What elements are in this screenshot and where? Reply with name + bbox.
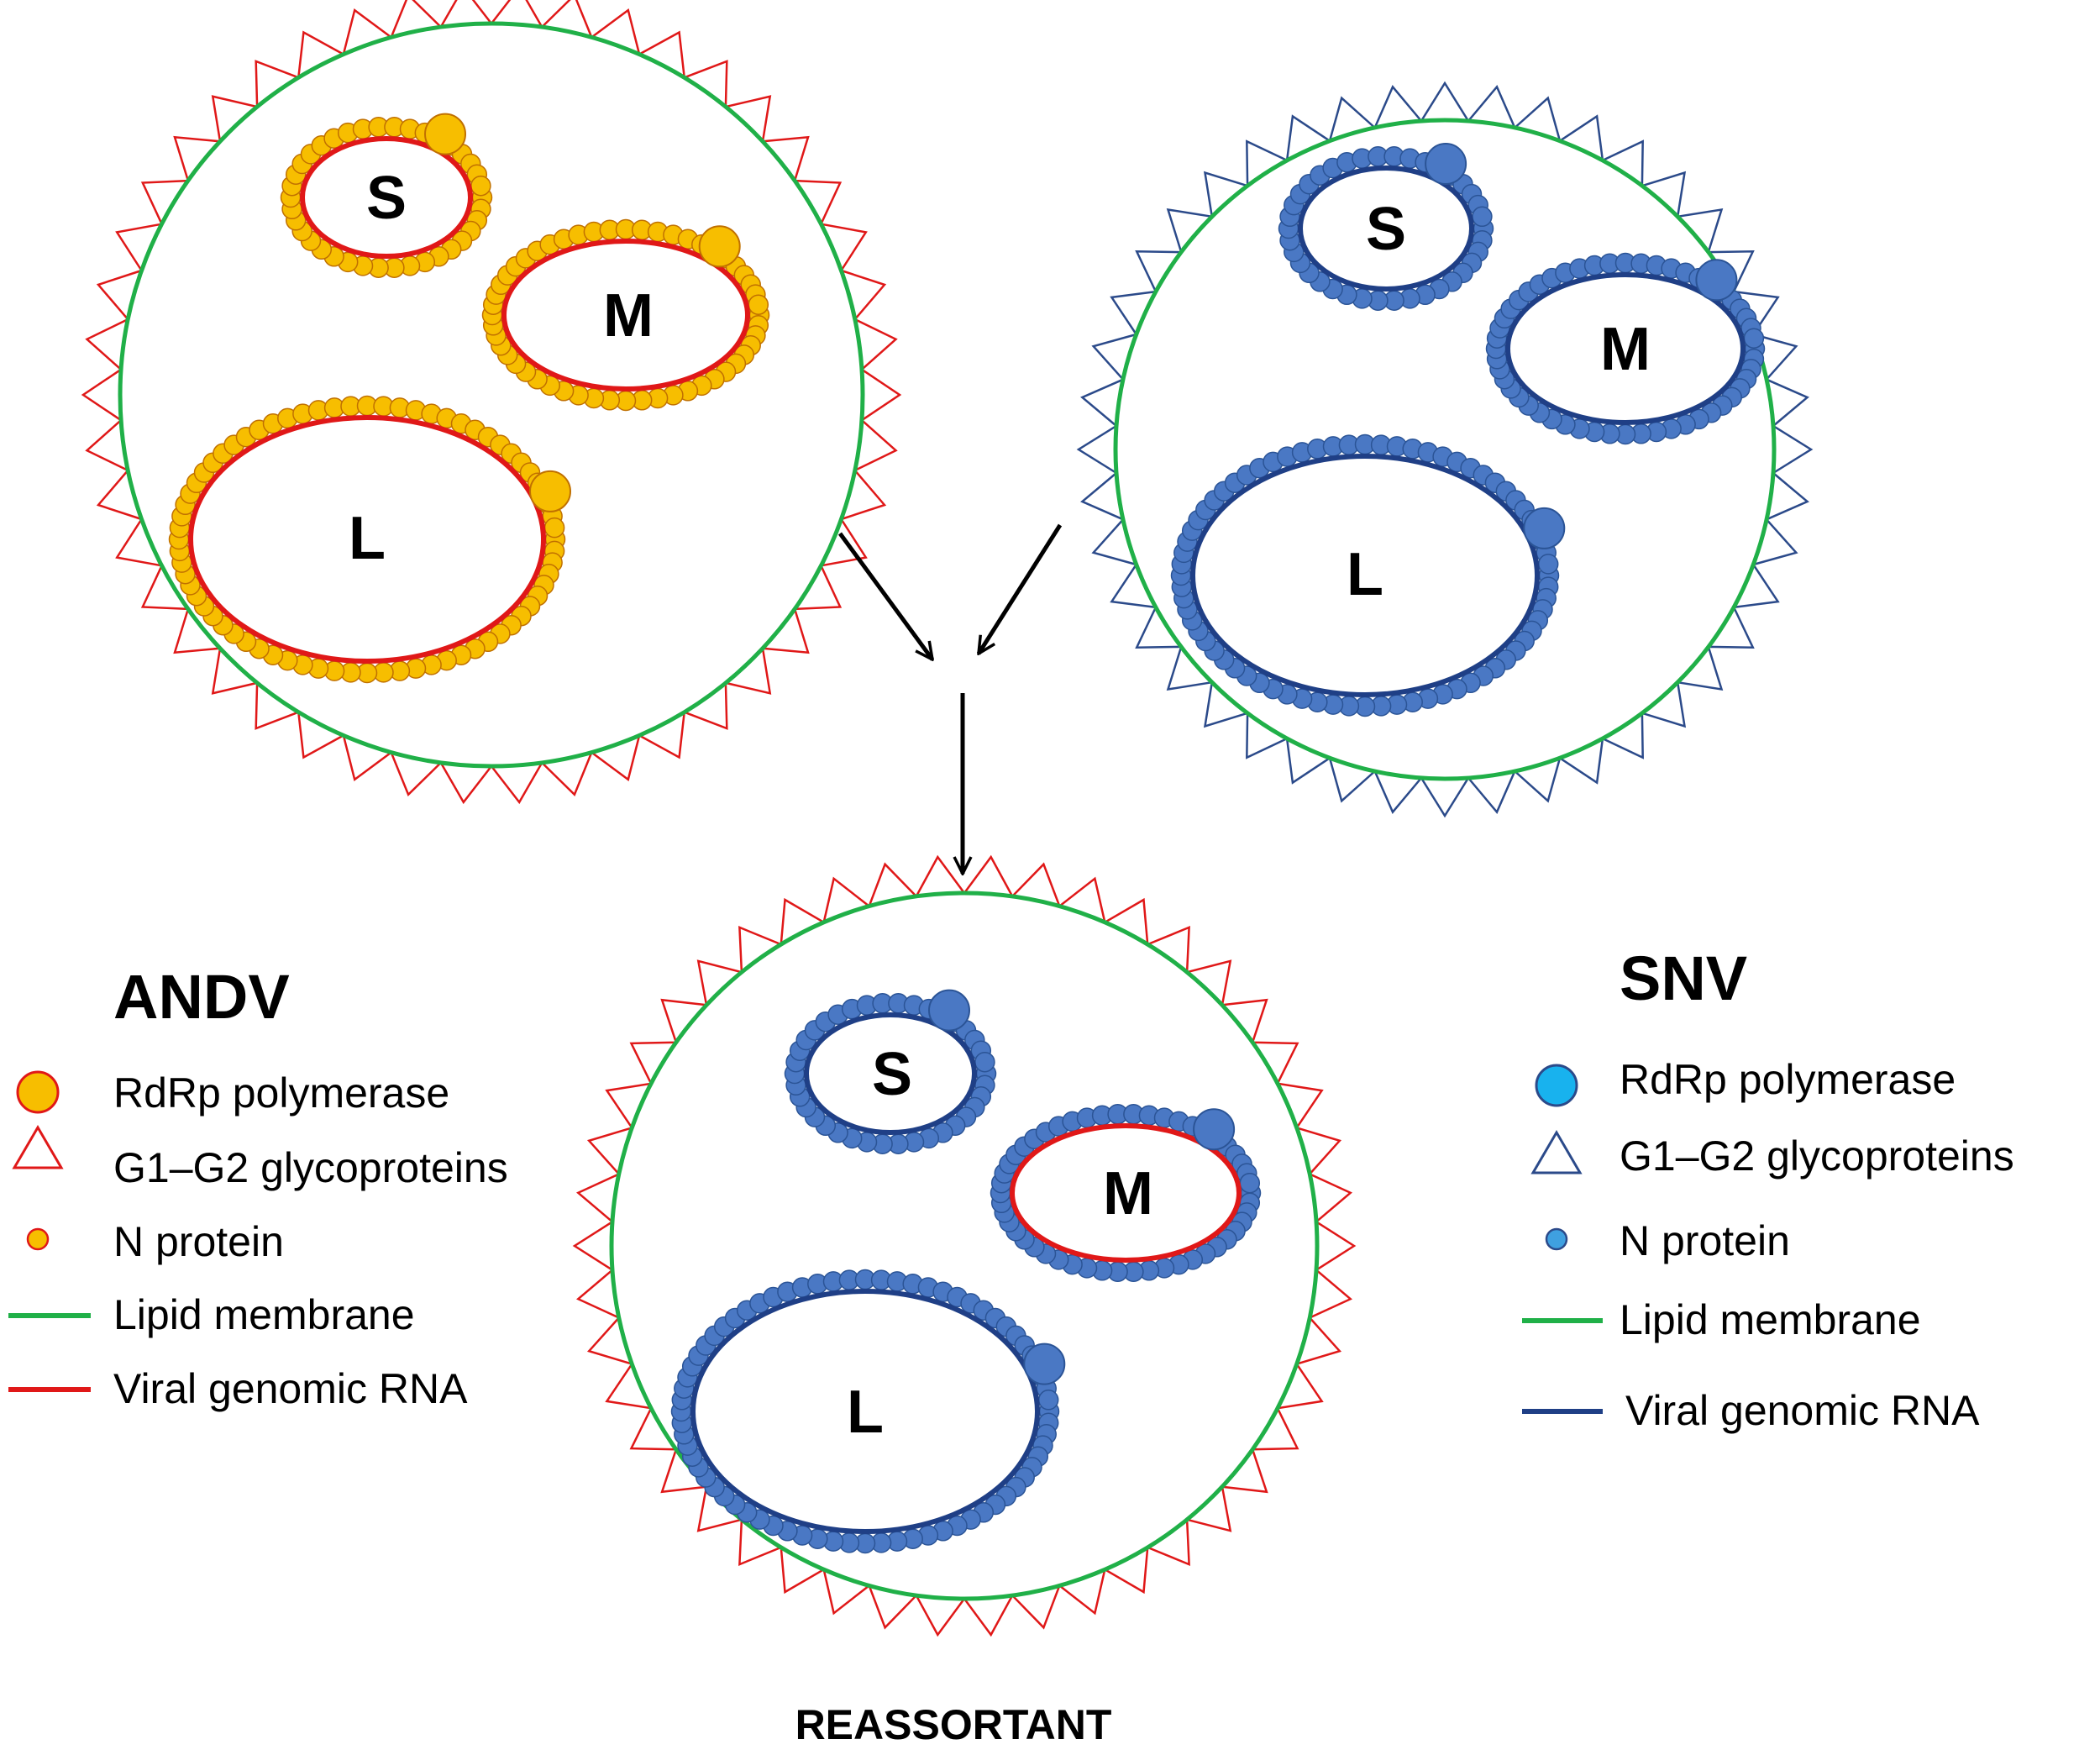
n-protein-ring (168, 395, 566, 684)
andv-segment-l-label: L (349, 505, 386, 572)
genomic-rna-loop (188, 415, 546, 664)
n-protein-bead (1472, 206, 1493, 228)
reassortant-segment-l (670, 1269, 1066, 1554)
reassortant-segment-s (784, 989, 997, 1154)
andv-segment-m (481, 218, 770, 412)
genomic-rna-loop (1190, 454, 1540, 697)
reassortant-segment-m-label: M (1103, 1160, 1153, 1227)
rdrp-polymerase (928, 989, 970, 1032)
rdrp-polymerase (1695, 259, 1738, 302)
snv-legend-label-glycoproteins: G1–G2 glycoproteins (1620, 1132, 2014, 1180)
reassortant-segment-l-label: L (847, 1379, 884, 1446)
snv-glycoprotein-spikes (1076, 81, 1814, 818)
snv-legend: SNV RdRp polymerase G1–G2 glycoproteins … (1522, 943, 2014, 1434)
reassortant-segment-m (990, 1103, 1262, 1283)
andv-legend-label-nprotein: N protein (113, 1218, 284, 1265)
snv-segment-s-label: S (1366, 196, 1406, 263)
snv-legend-label-nprotein: N protein (1620, 1217, 1790, 1264)
n-protein-bead (974, 1051, 995, 1073)
andv-lipid-membrane (118, 21, 865, 769)
reassortant-segment-s-label: S (872, 1041, 912, 1108)
rdrp-polymerase (1523, 507, 1566, 549)
snv-legend-title: SNV (1620, 943, 1747, 1013)
genomic-rna-loop (1298, 166, 1474, 292)
andv-virion: S M L (81, 0, 902, 805)
andv-segment-m-label: M (603, 282, 654, 349)
red-triangle-icon (12, 1125, 64, 1169)
andv-legend-label-glycoproteins: G1–G2 glycoproteins (113, 1144, 508, 1191)
n-protein-ring (1485, 252, 1766, 445)
snv-segment-l (1170, 433, 1566, 717)
genomic-rna-loop (1010, 1123, 1242, 1263)
n-protein-ring (1170, 433, 1560, 717)
small-blue-circle-icon (1545, 1227, 1568, 1251)
andv-legend: ANDV RdRp polymerase G1–G2 glycoproteins… (8, 962, 508, 1412)
andv-glycoprotein-spikes (81, 0, 902, 805)
reassortant-virion: S M L (572, 854, 1357, 1637)
andv-segment-s (280, 113, 493, 278)
n-protein-bead (748, 294, 769, 315)
snv-virion: S M L (1076, 81, 1814, 818)
n-protein-bead (543, 517, 565, 539)
genomic-rna-loop (300, 136, 473, 259)
n-protein-ring (481, 218, 770, 412)
snv-segment-m (1485, 252, 1766, 445)
genomic-rna-loop (501, 239, 750, 391)
rdrp-polymerase (698, 225, 741, 268)
rdrp-polymerase (424, 113, 466, 155)
spike-outline (1076, 81, 1814, 818)
andv-legend-title: ANDV (113, 962, 290, 1032)
rdrp-polymerase (529, 470, 571, 512)
large-orange-circle-icon (16, 1070, 60, 1114)
n-protein-bead (1743, 328, 1765, 349)
spike-outline (81, 0, 902, 805)
andv-segment-l (168, 395, 571, 684)
snv-legend-label-rna: Viral genomic RNA (1625, 1387, 1980, 1434)
spike-outline (572, 854, 1357, 1637)
blue-triangle-icon (1530, 1130, 1583, 1174)
andv-legend-label-polymerase: RdRp polymerase (113, 1069, 449, 1117)
large-blue-circle-icon (1535, 1064, 1578, 1107)
snv-segment-m-label: M (1600, 316, 1651, 383)
arrow-from-snv (976, 523, 1063, 654)
snv-legend-label-membrane: Lipid membrane (1620, 1296, 1921, 1343)
reassortant-glycoprotein-spikes (572, 854, 1357, 1637)
genomic-rna-loop (1505, 272, 1746, 425)
genomic-rna-loop (804, 1012, 977, 1135)
andv-segment-s-label: S (366, 165, 407, 232)
n-protein-bead (1537, 554, 1559, 575)
rdrp-polymerase (1023, 1343, 1066, 1385)
genomic-rna-loop (690, 1289, 1040, 1534)
n-protein-bead (1037, 1390, 1059, 1411)
andv-legend-label-rna: Viral genomic RNA (113, 1365, 468, 1412)
n-protein-ring (1278, 146, 1494, 311)
small-orange-circle-icon (26, 1227, 50, 1251)
arrow-from-andv (837, 532, 932, 659)
snv-legend-label-polymerase: RdRp polymerase (1620, 1056, 1956, 1103)
n-protein-bead (1239, 1172, 1261, 1194)
n-protein-ring (670, 1269, 1060, 1554)
snv-segment-s (1278, 143, 1494, 311)
andv-legend-label-membrane: Lipid membrane (113, 1291, 415, 1338)
rdrp-polymerase (1425, 143, 1467, 185)
rdrp-polymerase (1193, 1108, 1236, 1151)
n-protein-bead (470, 175, 491, 197)
snv-segment-l-label: L (1347, 541, 1383, 608)
reassortant-caption: REASSORTANT (795, 1701, 1112, 1748)
